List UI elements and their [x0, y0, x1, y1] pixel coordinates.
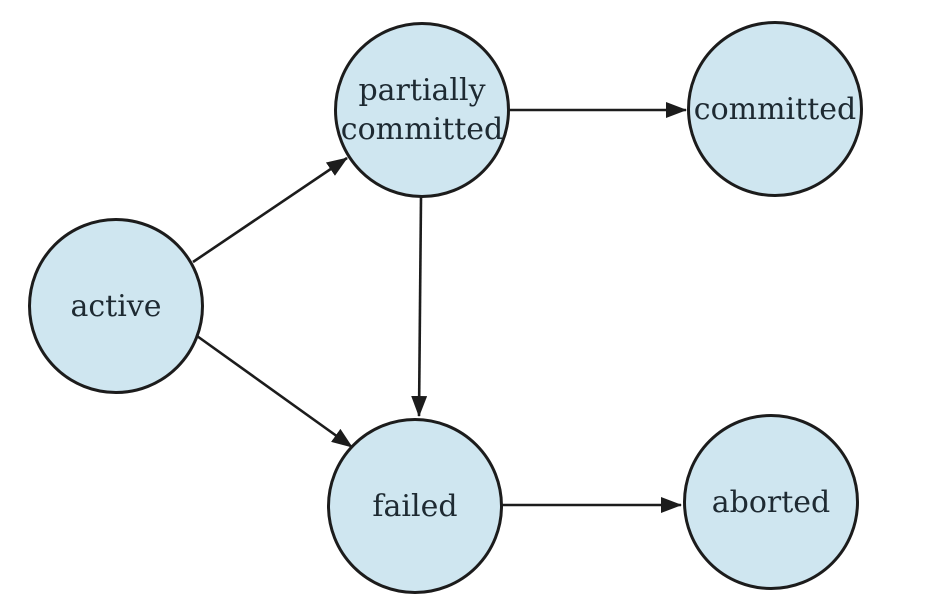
state-node-partially-committed: partially committed [334, 22, 510, 198]
state-label-committed: committed [693, 91, 857, 127]
state-label-partially-committed: partially committed [340, 73, 504, 147]
edge-active-to-partially-committed [192, 156, 348, 264]
state-node-active: active [28, 218, 204, 394]
state-label-failed: failed [372, 488, 458, 524]
state-node-failed: failed [327, 418, 503, 594]
edge-partially-committed-to-failed [411, 196, 428, 417]
state-node-committed: committed [687, 21, 863, 197]
state-label-aborted: aborted [711, 484, 831, 520]
state-node-aborted: aborted [683, 414, 859, 590]
state-label-active: active [70, 288, 162, 324]
edge-active-to-failed [196, 334, 353, 449]
